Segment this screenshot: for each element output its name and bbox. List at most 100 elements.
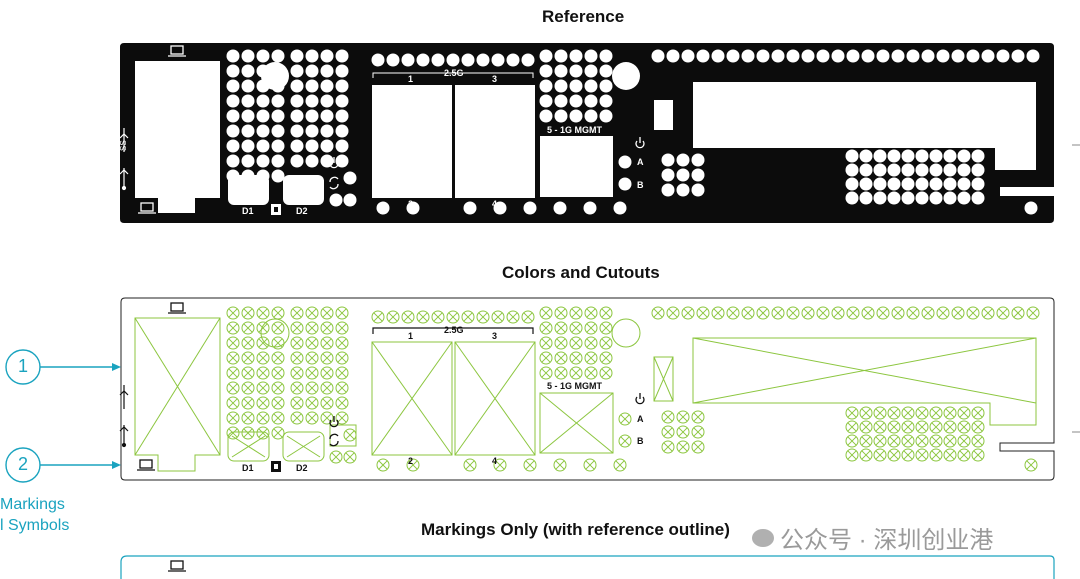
- vent-hole: [271, 49, 285, 63]
- reference-vent-holes: [226, 49, 1040, 215]
- vent-hole: [741, 49, 755, 63]
- vent-hole: [226, 169, 240, 183]
- vent-hole: [539, 64, 553, 78]
- vent-hole: [943, 149, 957, 163]
- vent-hole: [756, 49, 770, 63]
- vent-hole: [241, 94, 255, 108]
- vent-hole: [320, 64, 334, 78]
- vent-hole: [613, 201, 627, 215]
- vent-hole: [271, 94, 285, 108]
- power-icon: [329, 416, 339, 428]
- vent-hole: [957, 191, 971, 205]
- vent-hole: [846, 49, 860, 63]
- watermark-text: 公众号 · 深圳创业港: [780, 527, 994, 554]
- vent-hole: [901, 177, 915, 191]
- vent-hole: [691, 183, 705, 197]
- vent-hole: [446, 53, 460, 67]
- laptop-icon: [168, 45, 186, 57]
- vent-hole: [320, 139, 334, 153]
- vent-hole: [335, 64, 349, 78]
- vent-hole: [305, 124, 319, 138]
- vent-hole: [226, 64, 240, 78]
- vent-hole: [929, 191, 943, 205]
- markings-title: Markings Only (with reference outline): [421, 520, 730, 539]
- vent-hole: [681, 49, 695, 63]
- vent-hole: [901, 163, 915, 177]
- vent-hole: [901, 149, 915, 163]
- laptop-icon: [168, 560, 186, 572]
- vent-hole: [915, 163, 929, 177]
- laptop-icon: [137, 459, 155, 471]
- vent-hole: [463, 201, 477, 215]
- d2-label: D2: [296, 463, 308, 473]
- vent-hole: [901, 191, 915, 205]
- vent-hole: [320, 79, 334, 93]
- vent-hole: [951, 49, 965, 63]
- vent-hole: [943, 163, 957, 177]
- vent-hole: [584, 79, 598, 93]
- vent-hole: [376, 201, 390, 215]
- vent-hole: [651, 49, 665, 63]
- vent-hole: [569, 49, 583, 63]
- speed-label: 2.5G: [444, 68, 464, 78]
- vent-hole: [554, 64, 568, 78]
- cutouts-plate: [120, 297, 1055, 481]
- callout-2: 2: [17, 454, 28, 474]
- vent-hole: [256, 94, 270, 108]
- laptop-icon: [138, 202, 156, 214]
- legend-line-2: l Symbols: [0, 517, 70, 534]
- port-label-1: 1: [408, 74, 414, 84]
- vent-hole: [831, 49, 845, 63]
- port-label-2: 2: [408, 456, 414, 466]
- vent-hole: [290, 64, 304, 78]
- vent-hole: [936, 49, 950, 63]
- vent-hole: [859, 177, 873, 191]
- vent-hole: [929, 177, 943, 191]
- mgmt-label: 5 - 1G MGMT: [547, 381, 603, 391]
- vent-hole: [241, 64, 255, 78]
- colors-title: Colors and Cutouts: [502, 263, 660, 282]
- vent-hole: [569, 94, 583, 108]
- vent-hole: [226, 124, 240, 138]
- vent-hole: [599, 64, 613, 78]
- vent-hole: [320, 109, 334, 123]
- vent-hole: [305, 94, 319, 108]
- laptop-icon: [168, 302, 186, 314]
- vent-hole: [271, 109, 285, 123]
- vent-hole: [971, 163, 985, 177]
- port-label-3: 3: [492, 74, 498, 84]
- port-label-4: 4: [492, 456, 498, 466]
- vent-hole: [554, 49, 568, 63]
- vent-hole: [929, 163, 943, 177]
- vent-hole: [1026, 49, 1040, 63]
- port-label-2: 2: [408, 199, 414, 209]
- vent-hole: [943, 177, 957, 191]
- a-label: A: [637, 414, 644, 424]
- vent-hole: [957, 163, 971, 177]
- usb-icon: [119, 425, 129, 448]
- vent-hole: [241, 124, 255, 138]
- displayport-icon: [271, 204, 281, 215]
- vent-hole: [343, 193, 357, 207]
- usb-ss-icon: [119, 385, 129, 409]
- vent-hole: [256, 139, 270, 153]
- power-icon: [635, 393, 645, 405]
- vent-hole: [226, 49, 240, 63]
- vent-hole: [906, 49, 920, 63]
- vent-hole: [845, 163, 859, 177]
- vent-hole: [584, 49, 598, 63]
- vent-hole: [845, 191, 859, 205]
- d2-label: D2: [296, 206, 308, 216]
- vent-hole: [676, 153, 690, 167]
- speed-label: 2.5G: [444, 325, 464, 335]
- vent-hole: [569, 79, 583, 93]
- vent-hole: [618, 155, 632, 169]
- large-hole-cutout: [611, 318, 641, 348]
- vent-hole: [966, 49, 980, 63]
- vent-hole: [873, 163, 887, 177]
- callout-1: 1: [17, 356, 28, 376]
- vent-hole: [320, 124, 334, 138]
- vent-hole: [305, 49, 319, 63]
- vent-hole: [786, 49, 800, 63]
